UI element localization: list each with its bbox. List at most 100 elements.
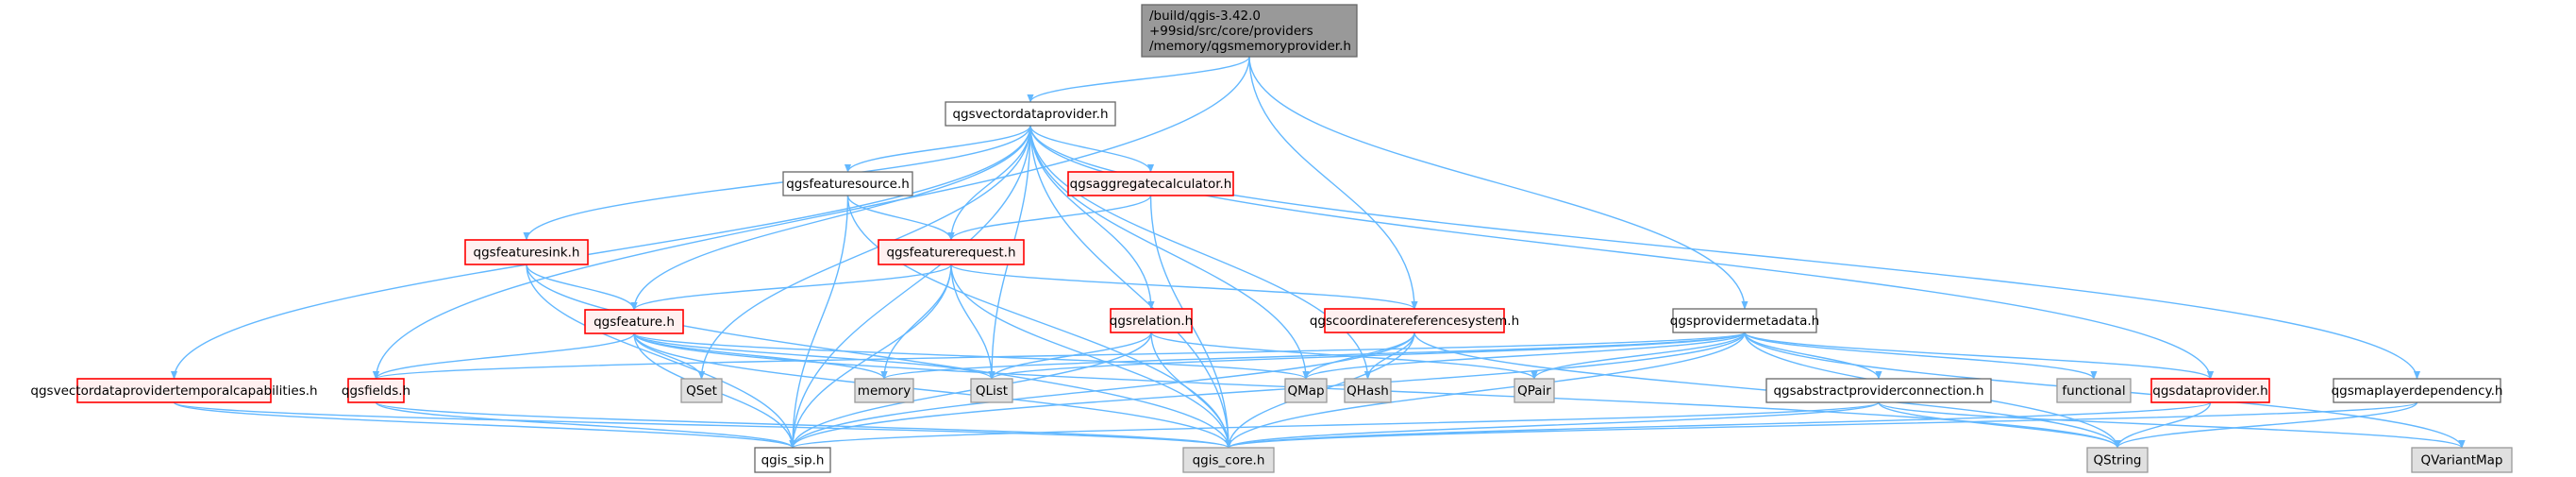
node-box xyxy=(2411,447,2513,473)
node-box xyxy=(945,101,1116,127)
node-box xyxy=(76,378,272,403)
node-label: qgsdataprovider.h xyxy=(2152,383,2267,399)
edge-pmeta-to-fields xyxy=(373,332,1746,380)
node-label: QString xyxy=(2094,453,2142,468)
node-box xyxy=(1765,378,1992,403)
node-box xyxy=(1284,378,1328,403)
edge-vdp-to-dprov xyxy=(1029,125,2215,380)
node-box xyxy=(970,378,1013,403)
edge-pmeta-to-core xyxy=(1225,332,1746,449)
node-qvmap: QVariantMap xyxy=(2411,447,2513,473)
edge-feat-to-qlist xyxy=(633,332,995,380)
edge-vdp-to-mld xyxy=(1029,125,2421,380)
edge-fsink-to-sip xyxy=(526,264,796,449)
node-label: qgsfeaturesink.h xyxy=(474,246,580,261)
edge-pmeta-to-qlist xyxy=(988,332,1746,380)
edge-vdp-to-fsink xyxy=(523,125,1031,241)
edge-vdptc-to-core xyxy=(173,401,1232,449)
node-qmap: QMap xyxy=(1284,378,1328,403)
node-label: qgsfeaturerequest.h xyxy=(886,246,1015,261)
edge-dprov-to-qstring xyxy=(2114,401,2212,449)
edge-pmeta-to-memory xyxy=(880,332,1746,380)
node-aggc[interactable]: qgsaggregatecalculator.h xyxy=(1067,171,1234,196)
edge-apc-to-core xyxy=(1225,401,1880,449)
node-label: QSet xyxy=(686,383,717,399)
node-label: /memory/qgsmemoryprovider.h xyxy=(1149,39,1351,54)
edge-vdp-to-freq xyxy=(947,125,1031,241)
node-label: qgsfeature.h xyxy=(594,315,675,330)
node-root[interactable]: /build/qgis-3.42.0+99sid/src/core/provid… xyxy=(1141,4,1358,58)
node-box xyxy=(2086,447,2149,473)
node-box xyxy=(2150,378,2270,403)
edge-apc-to-sip xyxy=(789,401,1880,449)
edge-root-to-fields xyxy=(372,56,1250,380)
node-label: /build/qgis-3.42.0 xyxy=(1149,9,1261,24)
edge-vdp-to-qmap xyxy=(1029,125,1310,380)
edge-apc-to-qvmap xyxy=(1878,401,2466,449)
edges-layer xyxy=(170,56,2466,449)
edge-feat-to-fields xyxy=(373,332,635,380)
node-label: QVariantMap xyxy=(2421,453,2503,468)
node-label: qgsfields.h xyxy=(342,383,410,399)
node-label: qgsmaplayerdependency.h xyxy=(2332,383,2503,399)
edge-pmeta-to-dprov xyxy=(1744,332,2214,380)
edge-root-to-crs xyxy=(1248,56,1418,310)
node-box xyxy=(1344,378,1392,403)
edge-pmeta-to-functional xyxy=(1744,332,2098,380)
edge-fsrc-to-sip xyxy=(789,195,849,449)
node-box xyxy=(1514,378,1555,403)
node-label: QList xyxy=(976,383,1008,399)
node-box xyxy=(854,378,914,403)
node-box xyxy=(464,239,589,265)
node-vdp[interactable]: qgsvectordataprovider.h xyxy=(945,101,1116,127)
node-fields[interactable]: qgsfields.h xyxy=(342,378,410,403)
node-crs[interactable]: qgscoordinatereferencesystem.h xyxy=(1310,308,1519,333)
edge-vdptc-to-sip xyxy=(173,401,796,449)
node-core: qgis_core.h xyxy=(1182,447,1275,473)
node-label: +99sid/src/core/providers xyxy=(1149,24,1313,39)
node-box xyxy=(680,378,723,403)
node-label: functional xyxy=(2062,383,2125,399)
edge-freq-to-crs xyxy=(950,264,1418,310)
node-label: QPair xyxy=(1517,383,1551,399)
node-mld[interactable]: qgsmaplayerdependency.h xyxy=(2332,378,2503,403)
edge-fsrc-to-freq xyxy=(846,195,955,241)
node-box xyxy=(2056,378,2132,403)
node-fsink[interactable]: qgsfeaturesink.h xyxy=(464,239,589,265)
edge-pmeta-to-qpair xyxy=(1531,332,1746,380)
edge-vdp-to-aggc xyxy=(1029,125,1155,173)
node-functional: functional xyxy=(2056,378,2132,403)
node-label: qgsabstractproviderconnection.h xyxy=(1773,383,1983,399)
node-label: qgis_sip.h xyxy=(761,453,825,468)
node-feat[interactable]: qgsfeature.h xyxy=(584,309,684,334)
edge-vdp-to-qset xyxy=(697,125,1031,380)
node-freq[interactable]: qgsfeaturerequest.h xyxy=(878,239,1025,265)
edge-freq-to-sip xyxy=(789,264,952,449)
node-sip[interactable]: qgis_sip.h xyxy=(754,447,831,473)
edge-vdp-to-vdptc xyxy=(170,125,1031,380)
node-qstring: QString xyxy=(2086,447,2149,473)
node-label: qgsaggregatecalculator.h xyxy=(1070,177,1232,192)
edge-freq-to-qlist xyxy=(950,264,995,380)
edge-root-to-pmeta xyxy=(1248,56,1748,310)
edge-feat-to-memory xyxy=(633,332,888,380)
node-label: memory xyxy=(858,383,911,399)
node-box xyxy=(1067,171,1234,196)
node-memory: memory xyxy=(854,378,914,403)
node-box xyxy=(782,171,913,196)
node-dprov[interactable]: qgsdataprovider.h xyxy=(2150,378,2270,403)
node-box xyxy=(1141,4,1358,58)
node-qpair: QPair xyxy=(1514,378,1555,403)
edge-freq-to-core xyxy=(950,264,1232,449)
node-label: QMap xyxy=(1287,383,1324,399)
node-fsrc[interactable]: qgsfeaturesource.h xyxy=(782,171,913,196)
node-vdptc[interactable]: qgsvectordataprovidertemporalcapabilitie… xyxy=(30,378,318,403)
node-apc[interactable]: qgsabstractproviderconnection.h xyxy=(1765,378,1992,403)
edge-fsink-to-feat xyxy=(526,264,638,311)
node-pmeta[interactable]: qgsprovidermetadata.h xyxy=(1670,308,1819,333)
edge-fields-to-core xyxy=(375,401,1232,449)
edge-dprov-to-core xyxy=(1225,401,2212,449)
node-rel[interactable]: qgsrelation.h xyxy=(1110,308,1193,333)
edge-rel-to-qpair xyxy=(1150,332,1538,380)
node-box xyxy=(754,447,831,473)
